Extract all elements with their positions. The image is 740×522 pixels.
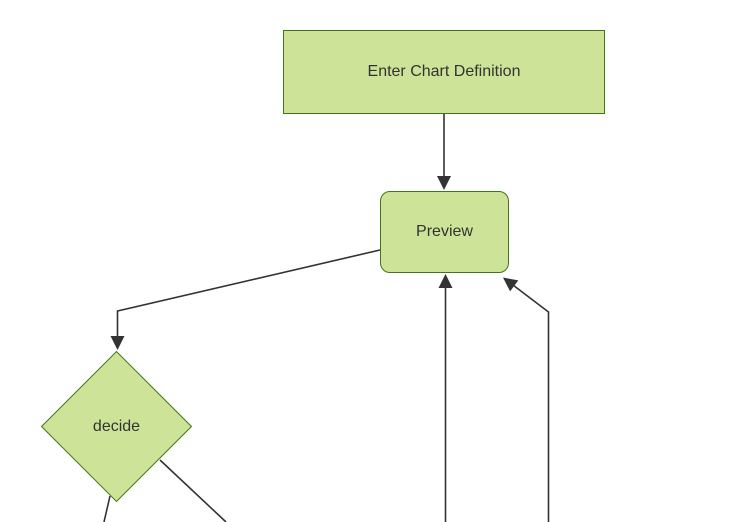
- edge-return-to-preview-corner: [510, 282, 550, 522]
- edge-decide-to-offscreen-left: [103, 495, 111, 522]
- edge-preview-to-decide-arrowhead: [110, 336, 125, 350]
- node-enter-chart-definition: Enter Chart Definition: [283, 30, 605, 114]
- node-preview-label: Preview: [416, 223, 473, 241]
- edge-return-to-preview-bottom-arrowhead: [438, 274, 453, 288]
- edge-decide-to-offscreen-right: [159, 459, 227, 522]
- node-enter-chart-definition-label: Enter Chart Definition: [367, 63, 521, 81]
- node-preview: Preview: [380, 191, 509, 273]
- edge-enter-to-preview-arrowhead: [437, 176, 451, 190]
- node-decide-label: decide: [92, 417, 141, 435]
- edge-preview-to-decide: [116, 249, 381, 340]
- edge-return-to-preview-corner-arrowhead: [503, 277, 519, 292]
